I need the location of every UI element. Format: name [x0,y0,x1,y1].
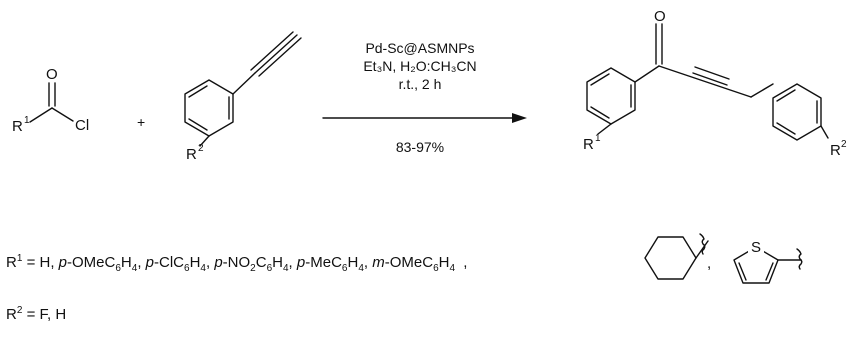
yield-label: 83-97% [396,139,444,155]
conditions-label: r.t., 2 h [399,76,442,92]
r1-item-1-s1: 6 [115,263,121,274]
list-comma: , [707,255,712,272]
r1-item-3-text2: C [255,254,267,271]
acyl-r-label: R [12,118,23,135]
product-r2-label: R [830,142,841,159]
r1-def-sup: 1 [16,253,23,264]
r1-item-1-text: -OMeC [67,254,116,271]
r1-item-4-text: -MeC [305,254,342,271]
r2-def-values: = F, H [26,306,67,323]
r1-item-5-s2: 4 [449,263,456,274]
cyclohexyl-group [644,233,709,280]
r2-definition: R2 = F, H [6,305,67,323]
phenylacetylene: R 2 [184,31,302,163]
r1-item-4-s2: 4 [358,263,364,274]
sulfur-label: S [751,239,761,256]
plus-sign: + [137,114,145,130]
r1-item-5-prefix: m [372,254,385,271]
r1-item-3-prefix: p [214,254,223,271]
r1-item-2-prefix: p [145,254,155,271]
r1-item-2-s1: 6 [184,263,190,274]
acyl-r-number: 1 [24,115,30,126]
alkyne-r-label: R [186,146,197,163]
r1-item-2-mid: H [189,254,201,271]
r1-item-5-s1: 6 [433,263,439,274]
product-oxygen-label: O [654,8,666,25]
r2-def-sup: 2 [16,305,23,316]
acyl-oxygen-label: O [46,66,58,83]
catalyst-label: Pd-Sc@ASMNPs [365,40,474,56]
r1-item-1-s2: 4 [131,263,138,274]
r1-item-4-s1: 6 [341,263,348,274]
ynone-product: O R 1 R 2 [583,8,847,159]
r1-item-5-mid: H [438,254,450,271]
reaction-arrow [322,113,527,123]
r1-item-3-mid: H [272,254,283,271]
acyl-chloride: O R 1 Cl [12,66,89,135]
r1-item-2-s2: 4 [200,263,206,274]
r1-item-1-prefix: p [58,254,68,271]
r1-definition: R1 = H, p-OMeC6H4, p-ClC6H4, p-NO2C6H4, … [6,253,468,274]
r1-def-eq: = H, [22,254,59,271]
r1-item-3-s0: 2 [250,263,256,274]
product-r1-label: R [583,136,594,153]
product-r2-number: 2 [841,139,847,150]
r2-def-r: R [6,306,17,323]
r1-item-5-text: -OMeC [384,254,434,271]
r1-def-r: R [6,254,17,271]
r1-item-3-s2: 4 [282,263,289,274]
thiophenyl-group: S [733,237,803,284]
r1-item-4-mid: H [347,254,359,271]
r1-item-3-text: -NO [222,254,251,271]
product-r1-number: 1 [595,133,601,144]
r1-item-1-mid: H [120,254,132,271]
r1-item-2-text: -ClC [154,254,185,271]
base-solvent-label: Et₃N, H₂O:CH₃CN [363,58,476,74]
r1-item-3-s1: 6 [266,263,273,274]
alkyne-r-number: 2 [198,143,204,154]
r1-item-4-prefix: p [296,254,306,271]
chlorine-label: Cl [75,117,89,134]
